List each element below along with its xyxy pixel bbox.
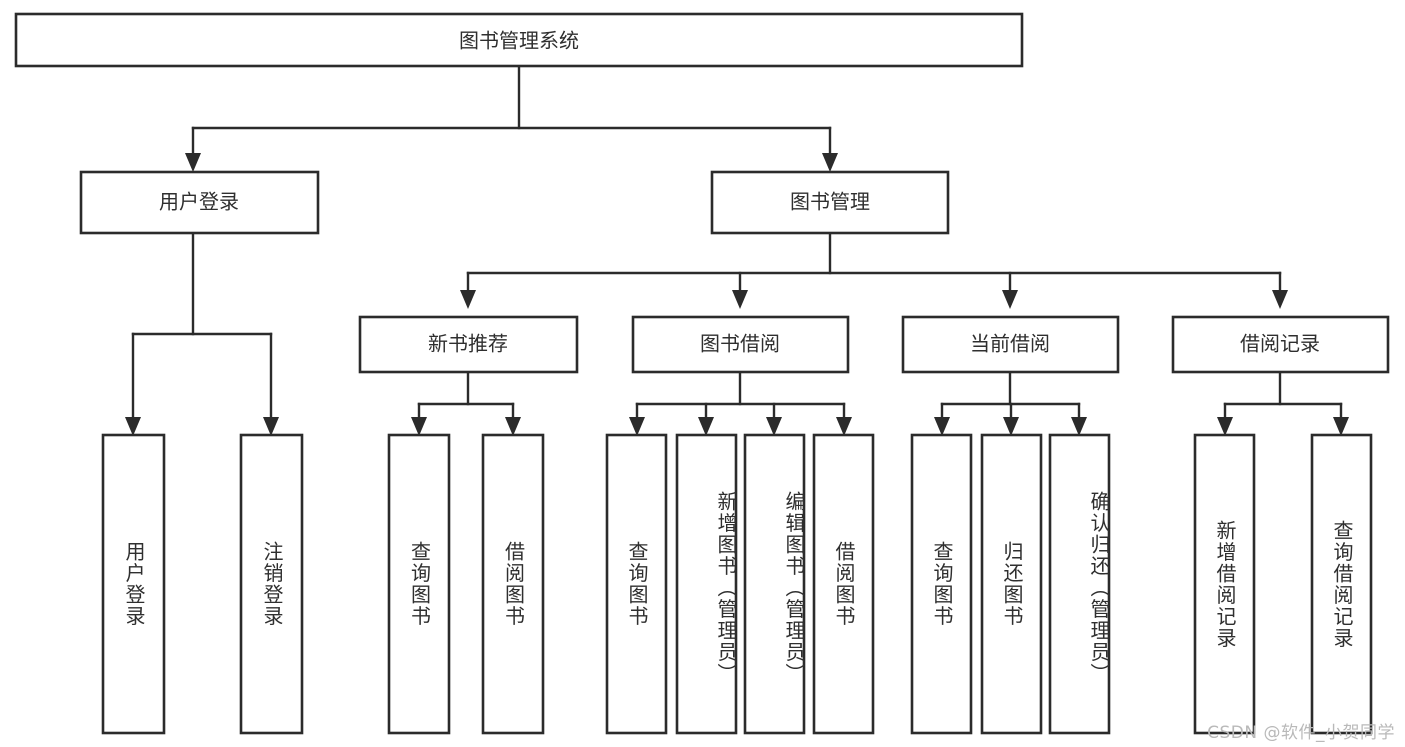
- leaf-box-current-confirm-return[interactable]: [1048, 433, 1111, 735]
- leaf-box-borrow-query-book[interactable]: [605, 433, 668, 735]
- leaf-box-user-login[interactable]: [101, 433, 166, 735]
- node-new-book-recommend-label: 新书推荐: [428, 332, 508, 356]
- node-book-manage-box[interactable]: [710, 170, 950, 235]
- arrowhead-borrow-leaf-3: [766, 417, 782, 436]
- arrowhead-current-leaf-1: [934, 417, 950, 436]
- leaf-box-record-add[interactable]: [1193, 433, 1256, 735]
- arrowhead-borrow-leaf-2: [698, 417, 714, 436]
- arrowhead-book-manage: [822, 153, 838, 172]
- arrowhead-leaf-logout: [263, 417, 279, 436]
- leaf-box-current-query-book[interactable]: [910, 433, 973, 735]
- watermark-text: CSDN @软件_小贺同学: [1207, 723, 1395, 743]
- arrowhead-book-borrow: [732, 290, 748, 309]
- leaf-box-borrow-add-book[interactable]: [675, 433, 738, 735]
- arrowhead-recommend-leaf-2: [505, 417, 521, 436]
- node-new-book-recommend-box[interactable]: [358, 315, 579, 374]
- arrowhead-current-leaf-3: [1071, 417, 1087, 436]
- arrowhead-record-leaf-1: [1217, 417, 1233, 436]
- node-book-manage-label: 图书管理: [790, 190, 870, 214]
- leaf-box-current-return-book[interactable]: [980, 433, 1043, 735]
- arrowhead-leaf-user-login: [125, 417, 141, 436]
- node-current-borrow-box[interactable]: [901, 315, 1120, 374]
- arrowhead-borrow-leaf-1: [629, 417, 645, 436]
- leaf-box-recommend-borrow-book[interactable]: [481, 433, 545, 735]
- leaf-box-recommend-query-book[interactable]: [387, 433, 451, 735]
- node-root-label: 图书管理系统: [459, 29, 579, 53]
- node-book-borrow-label: 图书借阅: [700, 332, 780, 356]
- leaf-box-borrow-edit-book[interactable]: [743, 433, 806, 735]
- arrowhead-recommend-leaf-1: [411, 417, 427, 436]
- node-borrow-record-box[interactable]: [1171, 315, 1390, 374]
- leaf-box-logout[interactable]: [239, 433, 304, 735]
- arrowhead-borrow-leaf-4: [836, 417, 852, 436]
- arrowhead-current-leaf-2: [1003, 417, 1019, 436]
- arrowhead-current-borrow: [1002, 290, 1018, 309]
- node-current-borrow-label: 当前借阅: [970, 332, 1050, 356]
- arrowhead-user-login: [185, 153, 201, 172]
- arrowhead-borrow-record: [1272, 290, 1288, 309]
- node-user-login-label: 用户登录: [159, 190, 239, 214]
- arrowhead-new-book-recommend: [460, 290, 476, 309]
- node-book-borrow-box[interactable]: [631, 315, 850, 374]
- leaf-box-record-query[interactable]: [1310, 433, 1373, 735]
- node-root-box[interactable]: [14, 12, 1024, 68]
- node-borrow-record-label: 借阅记录: [1240, 332, 1320, 356]
- node-user-login-box[interactable]: [79, 170, 320, 235]
- leaf-box-borrow-borrow-book[interactable]: [812, 433, 875, 735]
- arrowhead-record-leaf-2: [1333, 417, 1349, 436]
